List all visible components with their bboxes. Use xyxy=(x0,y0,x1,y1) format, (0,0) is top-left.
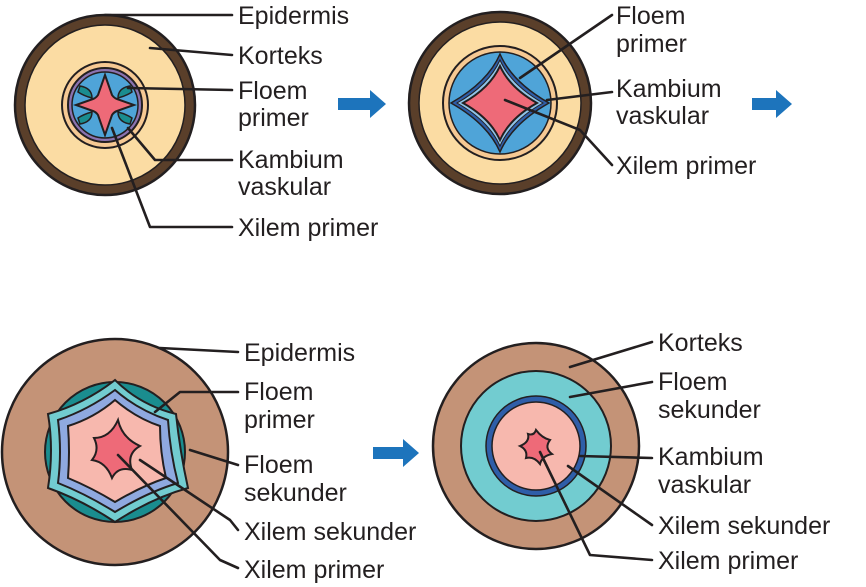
d4-label-korteks: Korteks xyxy=(658,329,743,357)
d2-label-kambium-1: Kambium xyxy=(616,75,722,103)
arrow-icon xyxy=(338,90,386,118)
d1-label-korteks: Korteks xyxy=(238,42,323,70)
d1-label-kambium-1: Kambium xyxy=(238,146,344,174)
d3-label-floem-sekunder-1: Floem xyxy=(244,451,313,479)
diagram-4-mature-stem xyxy=(433,343,639,549)
d3-label-xilem-primer: Xilem primer xyxy=(244,556,384,584)
d1-labels: Epidermis Korteks Floem primer Kambium v… xyxy=(238,2,378,242)
d1-label-floem-primer-1: Floem xyxy=(238,77,307,105)
d4-label-xilem-sekunder: Xilem sekunder xyxy=(658,512,830,540)
d2-label-floem-primer-1: Floem xyxy=(616,2,685,30)
d4-label-floem-sekunder-2: sekunder xyxy=(658,396,761,424)
d2-label-floem-primer-2: primer xyxy=(616,30,687,58)
d1-label-floem-primer-2: primer xyxy=(238,104,309,132)
arrow-icon xyxy=(373,439,419,467)
d3-label-xilem-sekunder: Xilem sekunder xyxy=(244,518,416,546)
d2-label-kambium-2: vaskular xyxy=(616,102,709,130)
d2-label-xilem-primer: Xilem primer xyxy=(616,152,756,180)
d4-label-kambium-2: vaskular xyxy=(658,471,751,499)
d2-labels: Floem primer Kambium vaskular Xilem prim… xyxy=(616,2,756,180)
diagram-2-kambium-forming xyxy=(409,12,591,194)
d3-label-floem-primer-2: primer xyxy=(244,406,315,434)
arrow-icon xyxy=(752,90,792,118)
d1-label-kambium-2: vaskular xyxy=(238,173,331,201)
d3-label-floem-sekunder-2: sekunder xyxy=(244,479,347,507)
d1-label-xilem-primer: Xilem primer xyxy=(238,214,378,242)
d1-label-epidermis: Epidermis xyxy=(238,2,349,30)
d4-label-floem-sekunder-1: Floem xyxy=(658,368,727,396)
d3-leader-epidermis xyxy=(160,348,238,352)
d4-label-xilem-primer: Xilem primer xyxy=(658,547,798,575)
d3-label-epidermis: Epidermis xyxy=(244,339,355,367)
d4-labels: Korteks Floem sekunder Kambium vaskular … xyxy=(658,329,830,575)
diagram-1-young-stem xyxy=(15,15,195,195)
d3-labels: Epidermis Floem primer Floem sekunder Xi… xyxy=(244,339,416,584)
d4-label-kambium-1: Kambium xyxy=(658,443,764,471)
d3-label-floem-primer-1: Floem xyxy=(244,378,313,406)
